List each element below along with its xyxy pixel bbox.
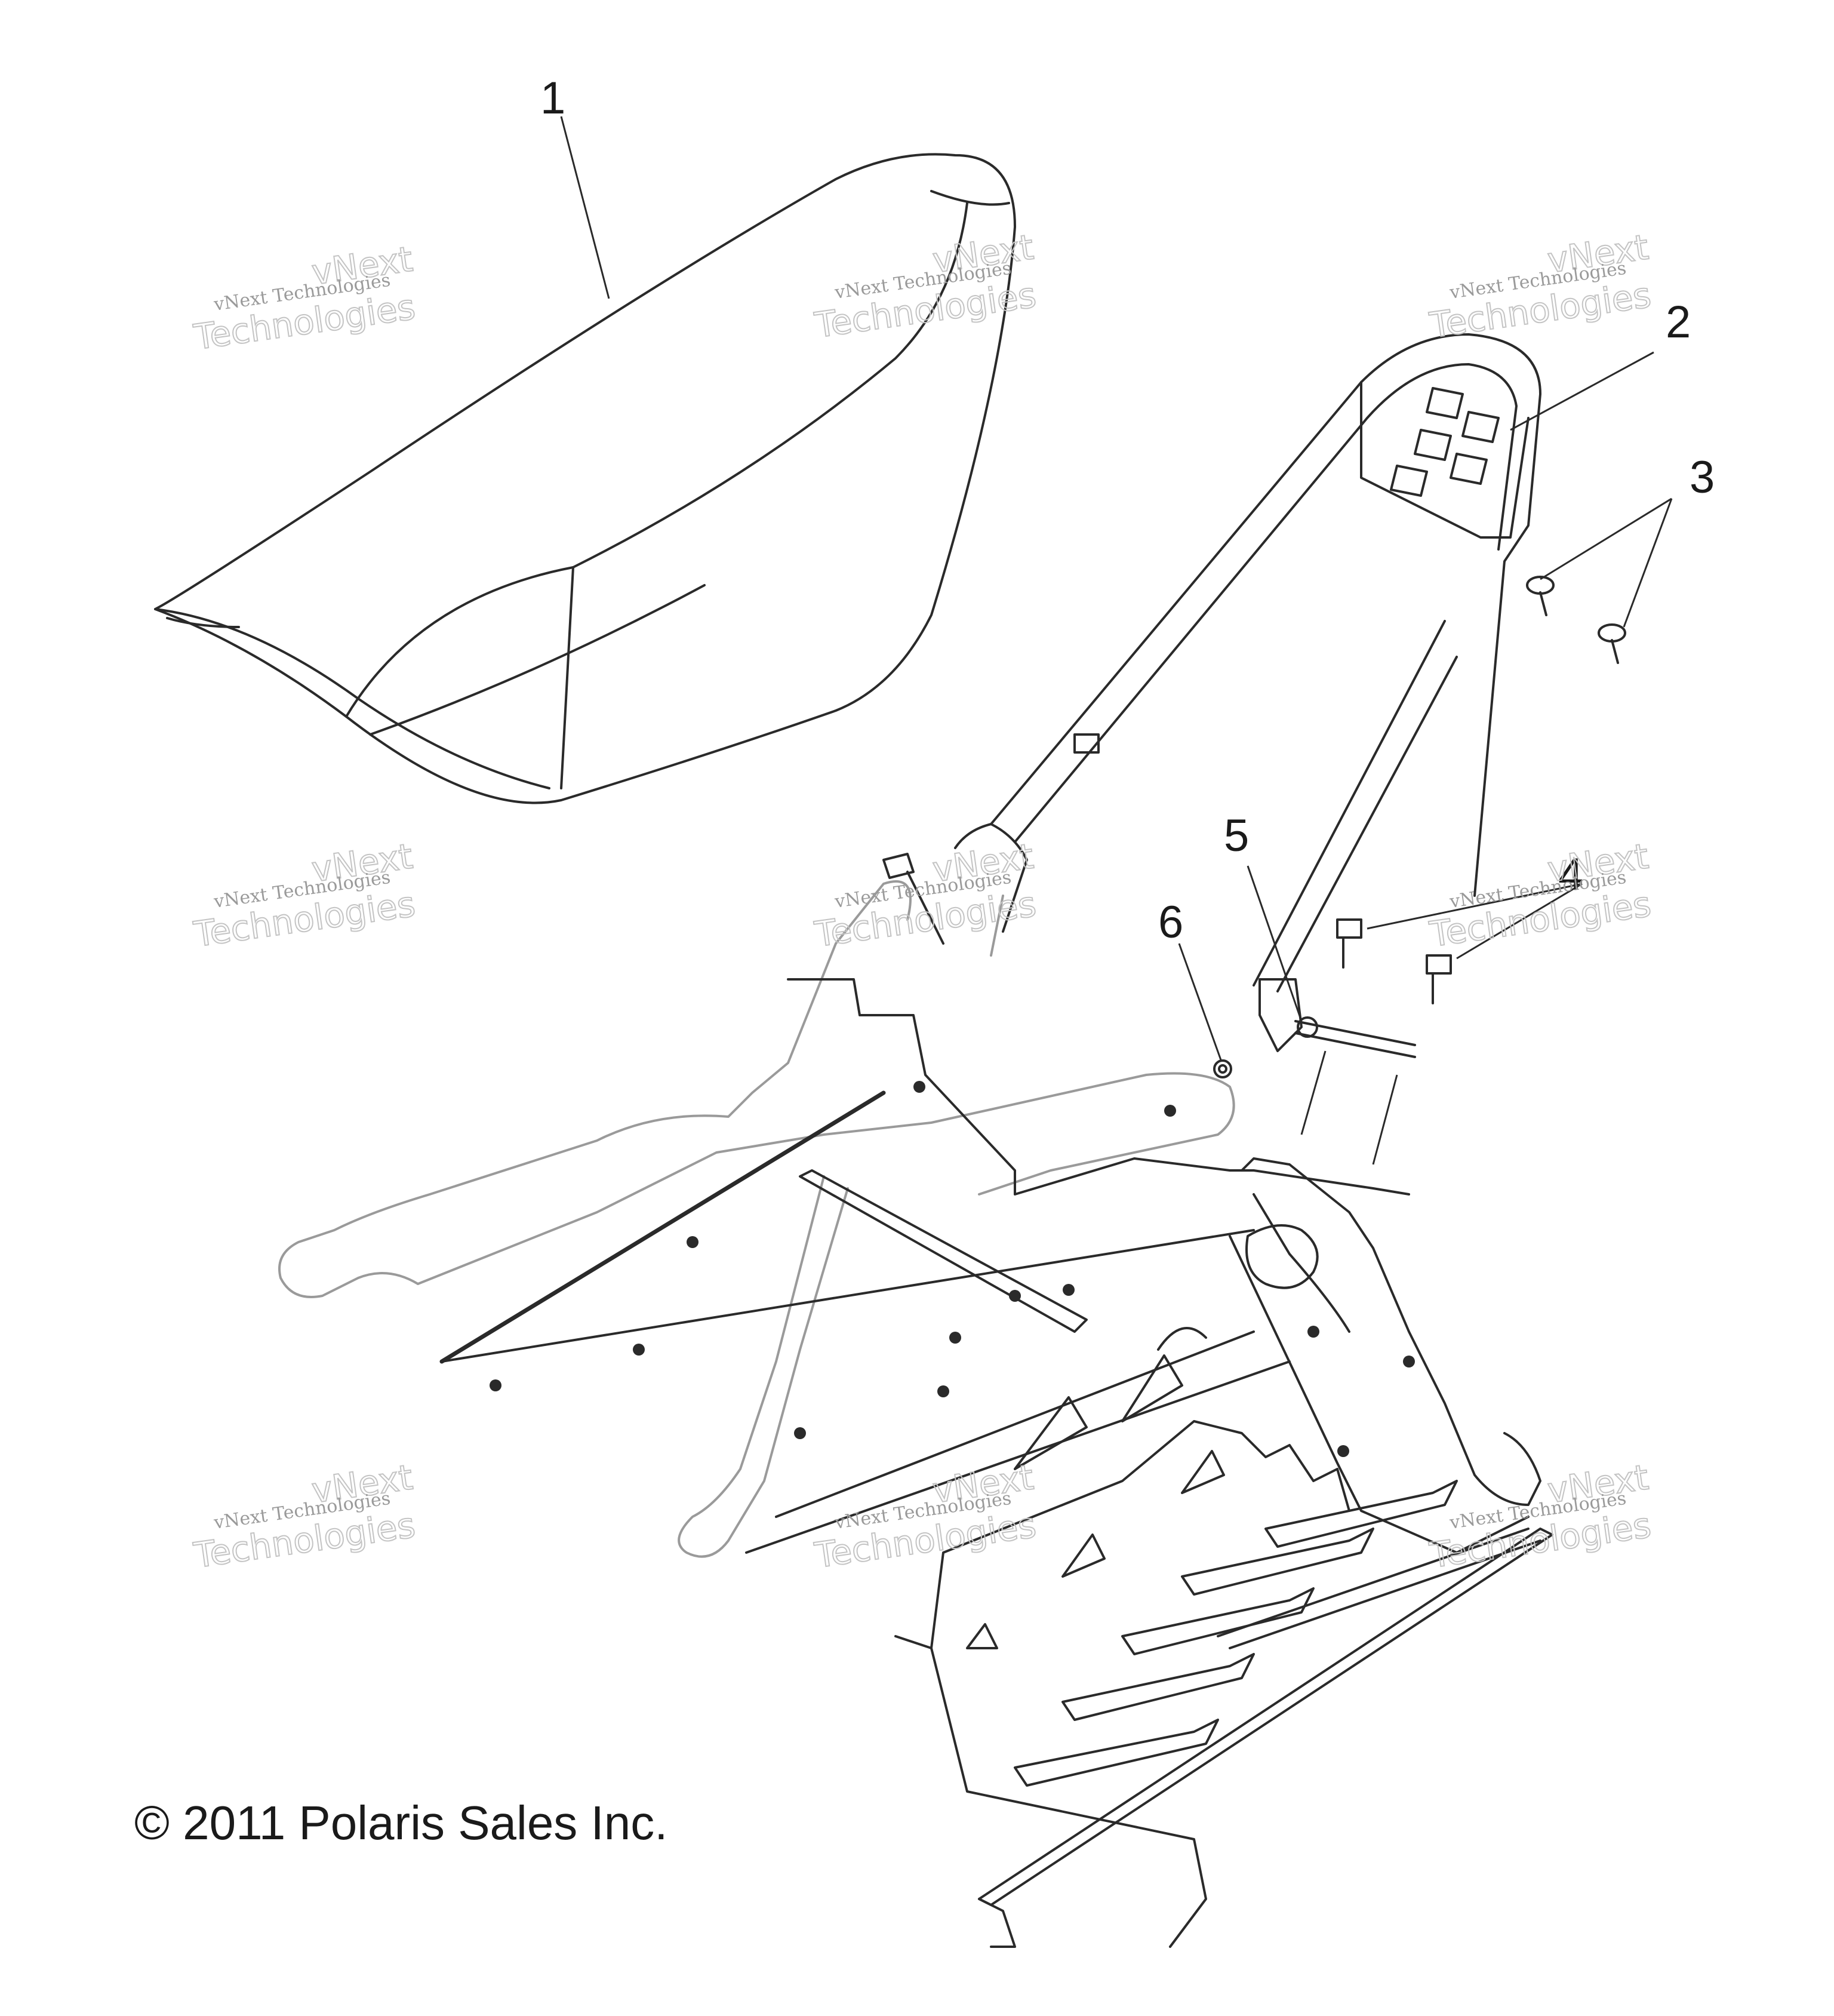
- watermark-3: vNext vNext Technologies Technologies: [1426, 226, 1654, 346]
- rack-part-2[interactable]: [954, 333, 1541, 1058]
- tunnel-holes: [490, 1081, 1415, 1457]
- seat-part-1[interactable]: [154, 153, 1016, 804]
- callout-2: 2: [1666, 297, 1691, 348]
- copyright-text: © 2011 Polaris Sales Inc.: [134, 1796, 667, 1849]
- callout-labels: 1 2 3 4 5 6: [540, 73, 1715, 948]
- tunnel-chassis: [278, 880, 1553, 1948]
- nut-part-6[interactable]: [1213, 1059, 1232, 1078]
- callout-4: 4: [1558, 849, 1583, 900]
- nut-part-5[interactable]: [1297, 1016, 1318, 1038]
- callout-6: 6: [1158, 897, 1183, 948]
- rivet-part-3[interactable]: [1526, 576, 1626, 664]
- watermark-7: vNext vNext Technologies Technologies: [190, 1456, 418, 1576]
- callout-1: 1: [540, 73, 565, 124]
- callout-5: 5: [1224, 810, 1249, 861]
- watermark-2: vNext vNext Technologies Technologies: [811, 226, 1039, 346]
- watermark-4: vNext vNext Technologies Technologies: [190, 835, 418, 955]
- callout-3: 3: [1690, 452, 1715, 503]
- leader-lines: [560, 116, 1673, 1061]
- watermarks: vNext vNext Technologies Technologies vN…: [190, 226, 1654, 1576]
- bolt-part-4[interactable]: [882, 733, 1452, 1004]
- watermark-8: vNext vNext Technologies Technologies: [811, 1456, 1039, 1576]
- watermark-5: vNext vNext Technologies Technologies: [811, 835, 1039, 955]
- watermark-1: vNext vNext Technologies Technologies: [190, 238, 418, 358]
- watermark-6: vNext vNext Technologies Technologies: [1426, 835, 1654, 955]
